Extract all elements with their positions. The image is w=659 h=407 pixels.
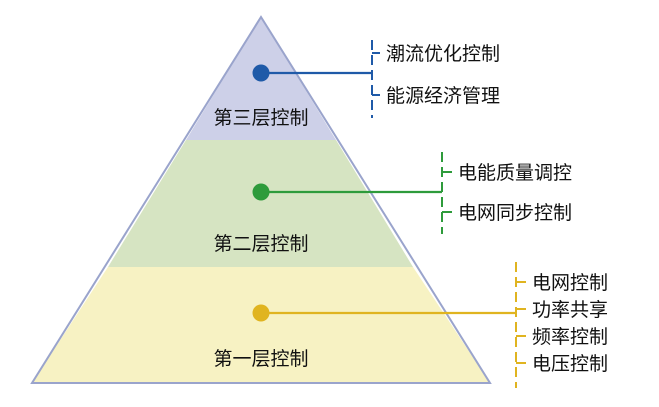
- level-1-node: [252, 304, 270, 322]
- level-3-item-1: 潮流优化控制: [386, 43, 500, 65]
- level-2-connector: [252, 152, 452, 234]
- level-3-connector: [252, 40, 380, 118]
- level-2-node: [252, 183, 270, 201]
- level-1-item-1: 电网控制: [532, 272, 608, 294]
- level-2-label: 第二层控制: [213, 233, 308, 255]
- level-1-label: 第一层控制: [213, 348, 308, 370]
- level-1-item-2: 功率共享: [532, 299, 608, 321]
- level-1-band: [32, 267, 490, 383]
- level-3-node: [252, 64, 270, 82]
- level-1-item-3: 频率控制: [532, 326, 608, 348]
- level-2-band: [108, 140, 413, 267]
- level-2-item-1: 电能质量调控: [458, 162, 572, 184]
- pyramid-outline: [30, 15, 492, 384]
- level-3-item-2: 能源经济管理: [386, 85, 500, 107]
- level-2-item-2: 电网同步控制: [458, 202, 572, 224]
- level-1-connector: [252, 262, 526, 388]
- level-3-label: 第三层控制: [213, 107, 308, 129]
- level-1-item-4: 电压控制: [532, 353, 608, 375]
